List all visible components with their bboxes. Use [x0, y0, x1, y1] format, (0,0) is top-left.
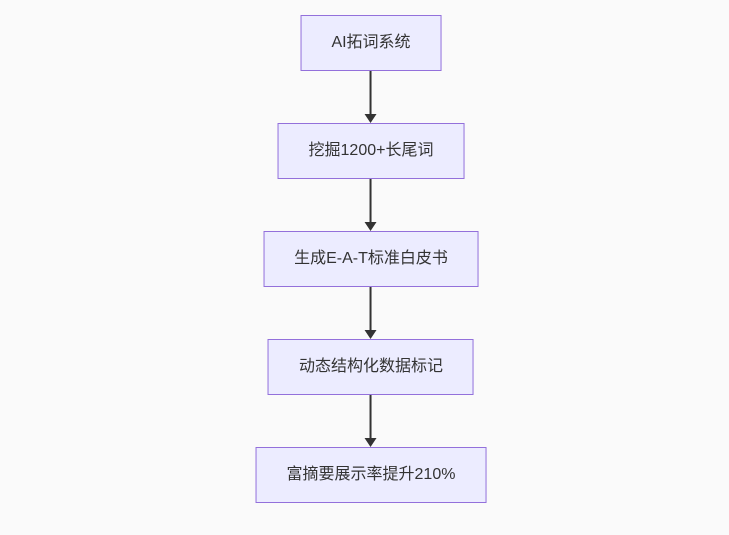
flow-node-rich-snippet-result: 富摘要展示率提升210%: [255, 447, 487, 503]
flow-node-eat-whitepaper: 生成E-A-T标准白皮书: [263, 231, 479, 287]
flowchart-column: AI拓词系统 挖掘1200+长尾词 生成E-A-T标准白皮书 动态结构化数据标记: [255, 15, 487, 503]
flow-node-label: 富摘要展示率提升210%: [286, 466, 456, 484]
arrow-line: [370, 71, 372, 114]
arrow-line: [370, 395, 372, 438]
arrowhead-down-icon: [365, 222, 377, 231]
arrowhead-down-icon: [365, 330, 377, 339]
flow-node-longtail-words: 挖掘1200+长尾词: [277, 123, 465, 179]
flow-arrow: [365, 287, 377, 339]
arrow-line: [370, 179, 372, 222]
flow-node-label: AI拓词系统: [331, 34, 411, 52]
arrowhead-down-icon: [365, 438, 377, 447]
flow-arrow: [365, 71, 377, 123]
flow-arrow: [365, 179, 377, 231]
arrowhead-down-icon: [365, 114, 377, 123]
flow-node-label: 生成E-A-T标准白皮书: [294, 250, 448, 268]
flow-node-label: 动态结构化数据标记: [298, 358, 443, 376]
flow-node-structured-data: 动态结构化数据标记: [267, 339, 474, 395]
flow-node-ai-system: AI拓词系统: [300, 15, 442, 71]
flow-arrow: [365, 395, 377, 447]
flow-node-label: 挖掘1200+长尾词: [308, 142, 434, 160]
arrow-line: [370, 287, 372, 330]
